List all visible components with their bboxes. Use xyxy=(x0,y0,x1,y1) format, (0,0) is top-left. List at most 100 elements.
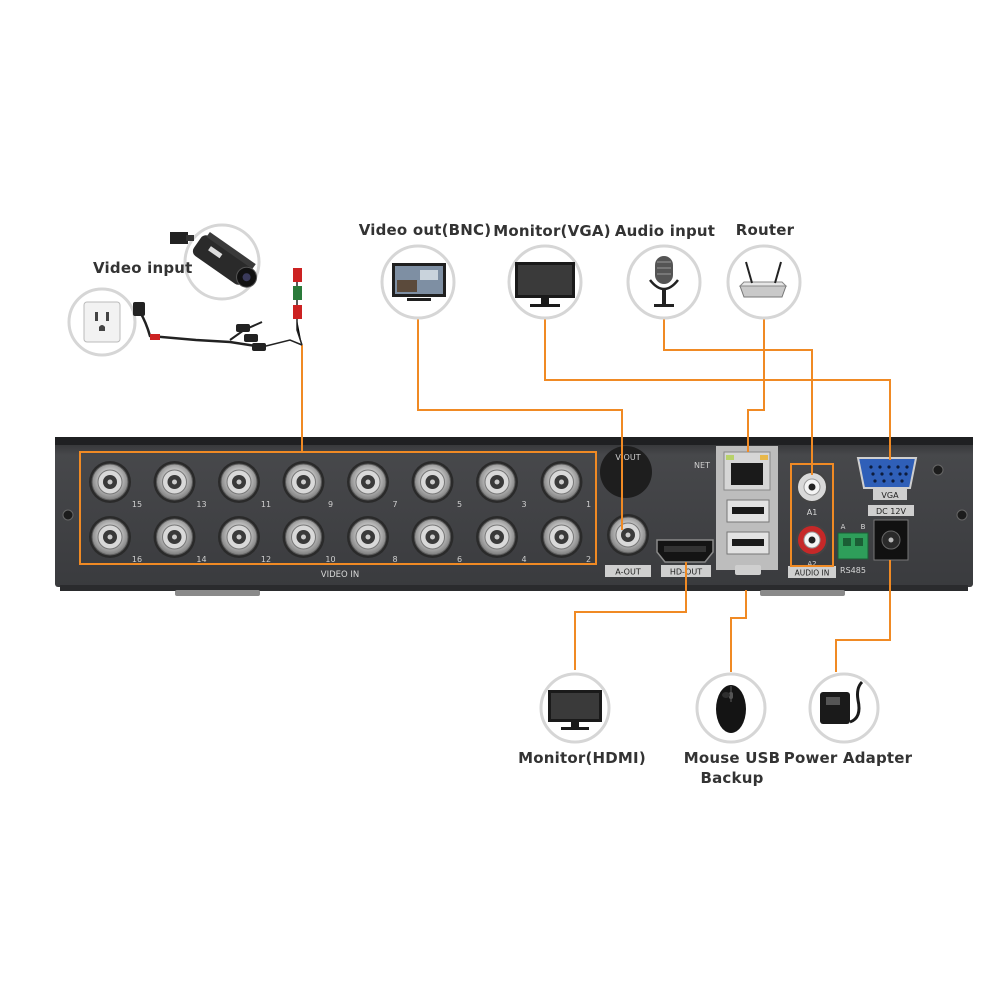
video-in-bnc-port-8[interactable] xyxy=(346,515,390,559)
video-in-port-number: 7 xyxy=(392,500,397,509)
mouse-usb-label: Mouse USB Backup xyxy=(667,748,797,788)
monitor-vga-label: Monitor(VGA) xyxy=(493,222,611,240)
video-input-label: Video input xyxy=(93,259,193,277)
video-in-label: VIDEO IN xyxy=(321,570,360,580)
video-in-bnc-port-4[interactable] xyxy=(475,515,519,559)
wire-audio-input xyxy=(663,318,813,475)
video-in-bnc-port-10[interactable] xyxy=(282,515,325,559)
ethernet-led xyxy=(726,455,734,460)
a-out-label: A-OUT xyxy=(615,568,641,577)
video-in-bnc-port-11[interactable] xyxy=(217,460,261,504)
usb-port-1-tongue xyxy=(732,507,764,514)
camera-cable-assembly xyxy=(133,268,303,351)
mouse-usb-label-line1: Mouse USB xyxy=(683,749,781,767)
vga-pins xyxy=(869,465,909,483)
audio-in-a1-pin xyxy=(808,483,816,491)
audio-in-label: AUDIO IN xyxy=(795,569,830,578)
mouse-usb-device xyxy=(695,672,767,744)
v-out-label: V-OUT xyxy=(615,453,640,462)
usb-symbol-label xyxy=(735,565,761,575)
video-out-bnc-device xyxy=(380,244,456,320)
rs485-screw-a xyxy=(843,538,851,546)
video-in-port-number: 1 xyxy=(586,500,591,509)
rs485-b-label: B xyxy=(861,523,866,531)
security-camera-icon xyxy=(170,231,258,288)
audio-input-device xyxy=(626,244,702,320)
monitor-hdmi-device xyxy=(539,672,611,744)
rs485-label: RS485 xyxy=(840,566,866,575)
power-adapter-label: Power Adapter xyxy=(783,749,913,767)
video-in-bnc-port-6[interactable] xyxy=(411,515,454,559)
video-in-bnc-port-16[interactable] xyxy=(88,515,132,559)
video-in-port-number: 6 xyxy=(457,555,462,564)
monitor-vga-device xyxy=(507,244,583,320)
video-in-port-number: 9 xyxy=(328,500,333,509)
power-adapter-icon xyxy=(820,680,864,724)
video-in-bnc-port-13[interactable] xyxy=(153,460,196,504)
video-in-highlight-box xyxy=(79,451,597,565)
vga-label-bg xyxy=(873,489,907,500)
router-device xyxy=(726,244,802,320)
video-in-bnc-port-5[interactable] xyxy=(411,460,454,504)
video-in-port-number: 3 xyxy=(521,500,526,509)
video-out-bnc-label: Video out(BNC) xyxy=(358,221,492,239)
video-in-bnc-port-15[interactable] xyxy=(88,460,132,504)
video-in-port-number: 8 xyxy=(392,555,397,564)
video-in-port-number: 10 xyxy=(325,555,335,564)
rs485-terminal[interactable] xyxy=(837,532,869,560)
wire-power-adapter xyxy=(835,560,891,672)
video-in-bnc-port-2[interactable] xyxy=(540,515,583,559)
wire-monitor-vga xyxy=(544,318,891,460)
audio-in-label-bg xyxy=(788,566,836,578)
monitor-icon xyxy=(515,262,575,307)
wall-outlet-icon xyxy=(83,301,121,343)
video-in-port-number: 12 xyxy=(261,555,271,564)
video-in-bnc-port-7[interactable] xyxy=(346,460,390,504)
mouse-icon xyxy=(716,685,746,733)
screw xyxy=(932,464,944,476)
net-label: NET xyxy=(694,461,710,470)
audio-a2-label: A2 xyxy=(807,560,816,568)
dc12v-label-bg xyxy=(868,505,914,516)
dvr-foot xyxy=(760,590,845,596)
ethernet-led xyxy=(760,455,768,460)
screw xyxy=(62,509,74,521)
vga-label: VGA xyxy=(881,491,899,500)
router-icon xyxy=(738,261,788,298)
audio-input-label: Audio input xyxy=(614,222,716,240)
wire-router xyxy=(747,318,765,452)
vga-port[interactable] xyxy=(856,457,918,489)
video-input-device xyxy=(170,223,261,301)
a-out-bnc-port[interactable] xyxy=(606,513,650,557)
audio-in-a2-pin xyxy=(808,536,816,544)
connection-wires xyxy=(79,318,891,672)
a-out-label-bg xyxy=(605,565,651,577)
screw xyxy=(956,509,968,521)
video-in-bnc-port-12[interactable] xyxy=(217,515,261,559)
dvr-top-edge xyxy=(55,437,973,445)
monitor-icon xyxy=(548,690,602,730)
rs485-a-label: A xyxy=(841,523,846,531)
hdmi-port-inner xyxy=(664,546,706,552)
v-out-plate xyxy=(600,446,652,498)
video-in-bnc-port-3[interactable] xyxy=(475,460,519,504)
audio-a1-label: A1 xyxy=(807,508,818,517)
video-in-bnc-port-1[interactable] xyxy=(540,460,583,504)
wire-monitor-hdmi xyxy=(574,562,687,670)
ethernet-port-socket xyxy=(731,463,763,485)
video-in-bnc-port-9[interactable] xyxy=(282,460,325,504)
video-in-port-number: 2 xyxy=(586,555,591,564)
usb-port-2-tongue xyxy=(732,539,764,546)
video-in-port-number: 13 xyxy=(196,500,206,509)
power-adapter-device xyxy=(808,672,880,744)
router-label: Router xyxy=(735,221,795,239)
mouse-usb-label-line2: Backup xyxy=(700,769,764,787)
video-in-port-number: 5 xyxy=(457,500,462,509)
video-in-port-number: 14 xyxy=(196,555,206,564)
video-in-bnc-port-14[interactable] xyxy=(153,515,196,559)
video-in-port-number: 4 xyxy=(521,555,526,564)
dc-power-jack-pin xyxy=(888,537,894,543)
